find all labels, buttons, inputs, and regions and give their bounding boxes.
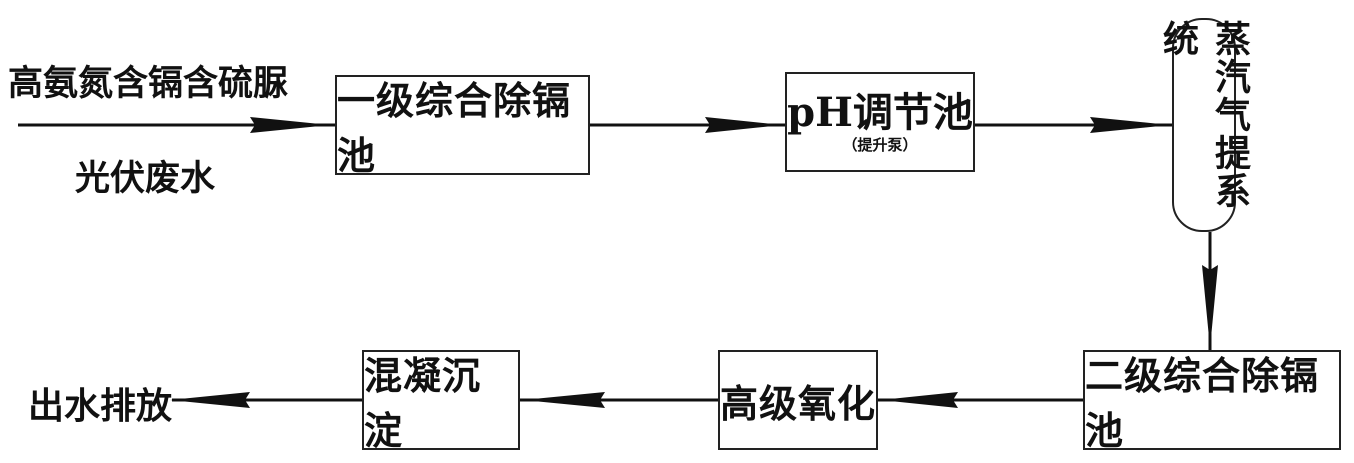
arrow-left-icon <box>880 392 958 408</box>
arrow-right-icon <box>705 117 782 133</box>
secondary-tank-label: 二级综合除镉池 <box>1085 353 1320 453</box>
primary-tank-label: 一级综合除镉池 <box>337 78 572 178</box>
arrow-right-icon <box>1090 117 1170 133</box>
ph-tank-label: pH调节池 <box>787 89 973 136</box>
oxidation-label: 高级氧化 <box>720 380 877 426</box>
discharge-label: 出水排放 <box>28 385 173 427</box>
primary-cadmium-removal-tank: 一级综合除镉池 <box>335 75 590 178</box>
coagulation-sedimentation-unit: 混凝沉淀 <box>362 350 520 453</box>
arrow-down-icon <box>1202 265 1218 348</box>
input-label-line1: 高氨氮含镉含硫脲 <box>8 63 289 104</box>
advanced-oxidation-unit: 高级氧化 <box>718 350 878 450</box>
arrow-right-icon <box>250 117 330 133</box>
coagulation-label: 混凝沉淀 <box>364 353 482 453</box>
input-label-line2: 光伏废水 <box>75 158 216 199</box>
secondary-cadmium-removal-tank: 二级综合除镉池 <box>1083 350 1341 453</box>
stripping-label: 蒸汽气提系统 <box>1157 20 1251 210</box>
ph-adjustment-tank: pH调节池 （提升泵） <box>785 72 975 172</box>
steam-stripping-system: 蒸汽气提系统 <box>1157 18 1251 232</box>
ph-tank-sublabel: （提升泵） <box>842 136 918 154</box>
arrow-left-icon <box>170 392 250 408</box>
arrow-left-icon <box>523 392 605 408</box>
